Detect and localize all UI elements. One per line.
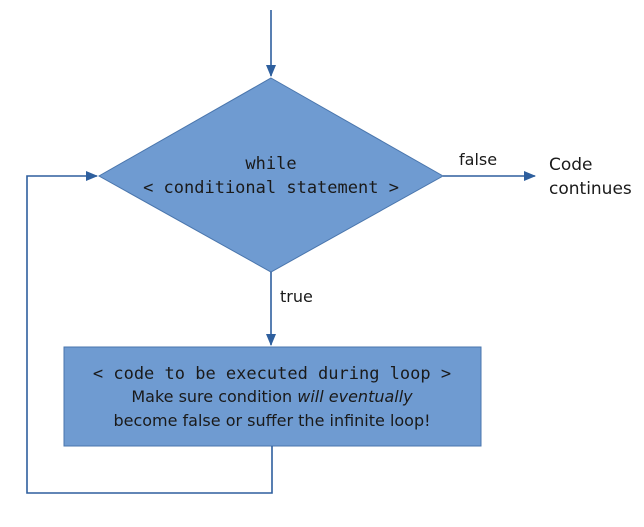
- loop-body-box: [63, 346, 482, 447]
- loop-body-code: < code to be executed during loop >: [93, 364, 451, 384]
- false-label: false: [459, 150, 497, 169]
- loop-body-warning-emphasis: will eventually: [297, 387, 413, 406]
- loop-body-warning-line1: Make sure condition will eventually: [131, 387, 413, 406]
- exit-label-line1: Code: [549, 155, 593, 175]
- true-label: true: [280, 287, 313, 306]
- decision-keyword: while: [245, 154, 296, 174]
- decision-diamond: [97, 77, 445, 273]
- exit-label-line2: continues: [549, 179, 632, 199]
- loop-body-warning-prefix: Make sure condition: [131, 387, 297, 406]
- loop-body-warning-line2: become false or suffer the infinite loop…: [113, 411, 430, 430]
- decision-condition: < conditional statement >: [143, 178, 399, 198]
- loop-back-arrow: [26, 171, 273, 494]
